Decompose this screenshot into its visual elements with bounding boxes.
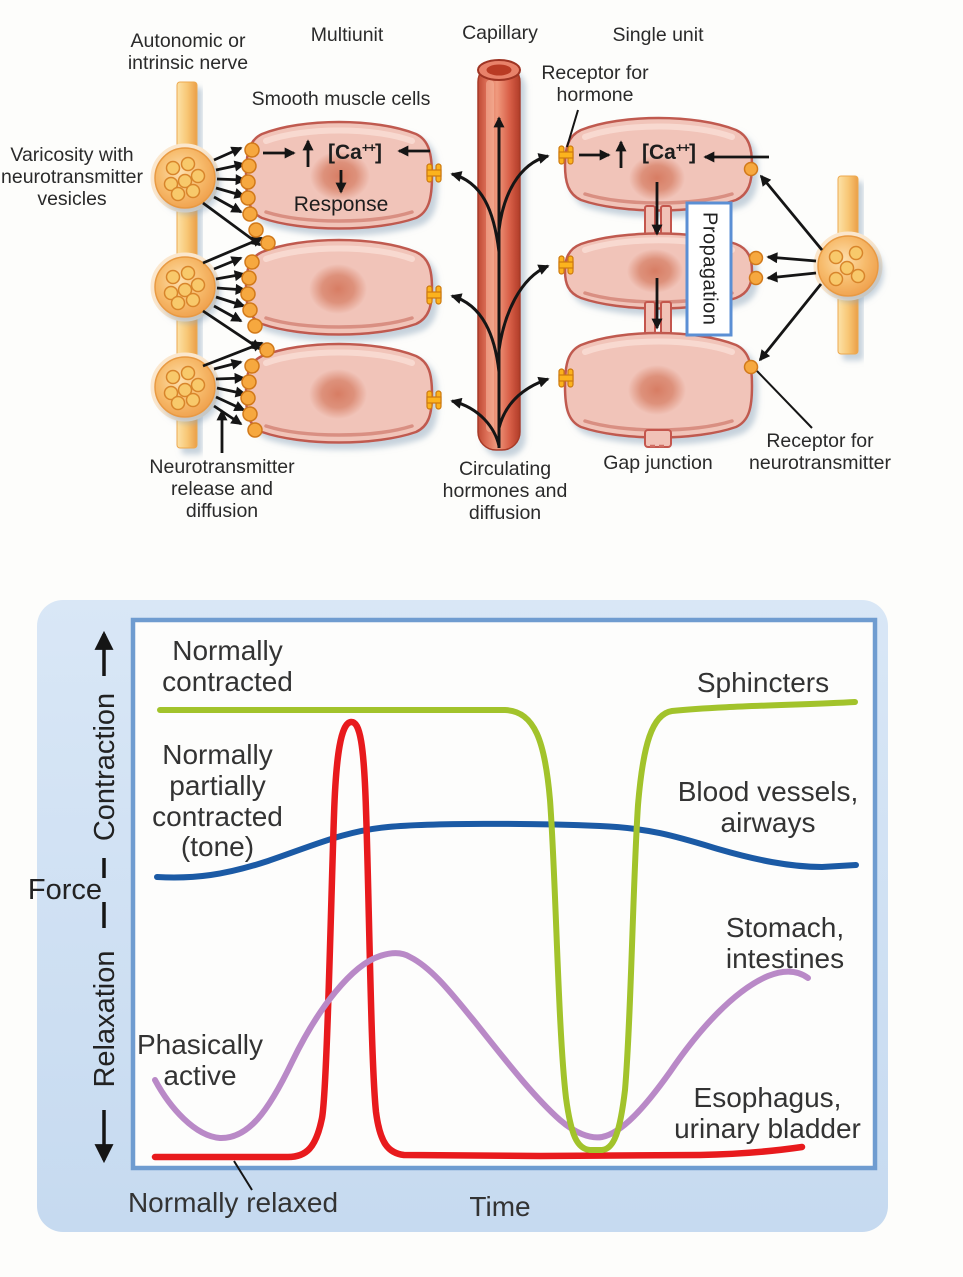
label-varicosity: Varicosity with neurotransmitter vesicle…: [1, 144, 143, 211]
single-unit-cell-3: [563, 331, 754, 439]
label-circulating-hormones: Circulating hormones and diffusion: [442, 458, 568, 525]
ca-text: [Ca: [327, 141, 362, 164]
hormone-flow-arrows: [450, 116, 550, 448]
multiunit-cells: [244, 120, 434, 444]
label-force-axis: Force: [27, 874, 102, 906]
right-nerve: [813, 175, 883, 355]
nucleus: [628, 365, 686, 415]
label-ca-single-unit: [Ca++]: [624, 140, 714, 165]
label-normally-contracted: Normally contracted: [162, 635, 293, 697]
label-single-unit: Single unit: [612, 24, 704, 46]
multiunit-cell-2: [244, 238, 434, 336]
vesicles: [828, 245, 866, 287]
nucleus: [309, 369, 367, 419]
ca-superscript: ++: [675, 140, 690, 155]
label-relaxation-axis: Relaxation: [89, 950, 122, 1088]
label-time-axis: Time: [469, 1191, 531, 1222]
hormone-receptor-icon: [426, 285, 442, 305]
neurotransmitter-arrows: [202, 146, 264, 426]
label-stomach-intestines: Stomach, intestines: [725, 912, 845, 974]
label-esophagus-bladder: Esophagus, urinary bladder: [674, 1082, 861, 1144]
varicosity-3: [150, 352, 220, 422]
label-neurotransmitter-release: Neurotransmitter release and diffusion: [149, 456, 295, 523]
ca-text: [Ca: [641, 141, 676, 164]
varicosity-2: [150, 252, 220, 322]
ca-text: ]: [375, 141, 383, 164]
normally-relaxed-pointer: [233, 1160, 253, 1191]
label-propagation: Propagation: [698, 212, 721, 326]
single-unit-receptor-dots: [743, 161, 764, 375]
nucleus: [629, 155, 685, 201]
curve-sphincters: [157, 699, 858, 1153]
label-sphincters: Sphincters: [696, 667, 830, 698]
label-capillary: Capillary: [462, 22, 538, 44]
right-neurotransmitter-arrows: [758, 174, 824, 362]
label-ca-multiunit: [Ca++]: [310, 140, 400, 165]
ca-text: ]: [689, 141, 697, 164]
vesicles: [163, 265, 206, 311]
curve-stomach-intestines: [152, 950, 811, 1142]
vesicles: [163, 156, 206, 202]
curve-esophagus-bladder: [151, 718, 806, 1161]
label-autonomic-nerve: Autonomic or intrinsic nerve: [127, 30, 249, 75]
label-contraction-axis: Contraction: [89, 692, 122, 842]
label-blood-vessels: Blood vessels, airways: [677, 776, 859, 838]
label-multiunit: Multiunit: [310, 24, 384, 46]
intracellular-arrows: [216, 139, 769, 453]
label-receptor-hormone: Receptor for hormone: [541, 62, 649, 107]
gap-junction-bottom-tab: [644, 429, 672, 448]
nucleus: [627, 249, 683, 293]
nucleus: [309, 264, 367, 314]
chart-curves: [151, 699, 859, 1161]
label-phasically-active: Phasically active: [136, 1029, 264, 1091]
pointer-lines: [566, 109, 813, 429]
label-gap-junction: Gap junction: [603, 452, 713, 474]
label-receptor-neurotransmitter: Receptor for neurotransmitter: [749, 430, 891, 475]
neurotransmitter-receptor-dots: [240, 142, 276, 438]
hormone-receptor-icon: [426, 163, 442, 183]
hormone-receptor-icon: [426, 390, 442, 410]
curve-blood-vessels: [154, 820, 859, 881]
varicosity-1: [150, 143, 220, 213]
label-normally-partially-contracted: Normally partially contracted (tone): [152, 739, 283, 863]
vesicles: [163, 365, 206, 411]
propagation-box: [685, 201, 733, 337]
left-varicosities: [150, 143, 220, 422]
label-response: Response: [293, 193, 389, 216]
single-unit-cell-1: [563, 116, 754, 212]
label-smooth-muscle-cells: Smooth muscle cells: [251, 88, 431, 110]
multiunit-cell-3: [244, 342, 434, 444]
label-normally-relaxed: Normally relaxed: [127, 1187, 339, 1218]
ca-superscript: ++: [361, 140, 376, 155]
